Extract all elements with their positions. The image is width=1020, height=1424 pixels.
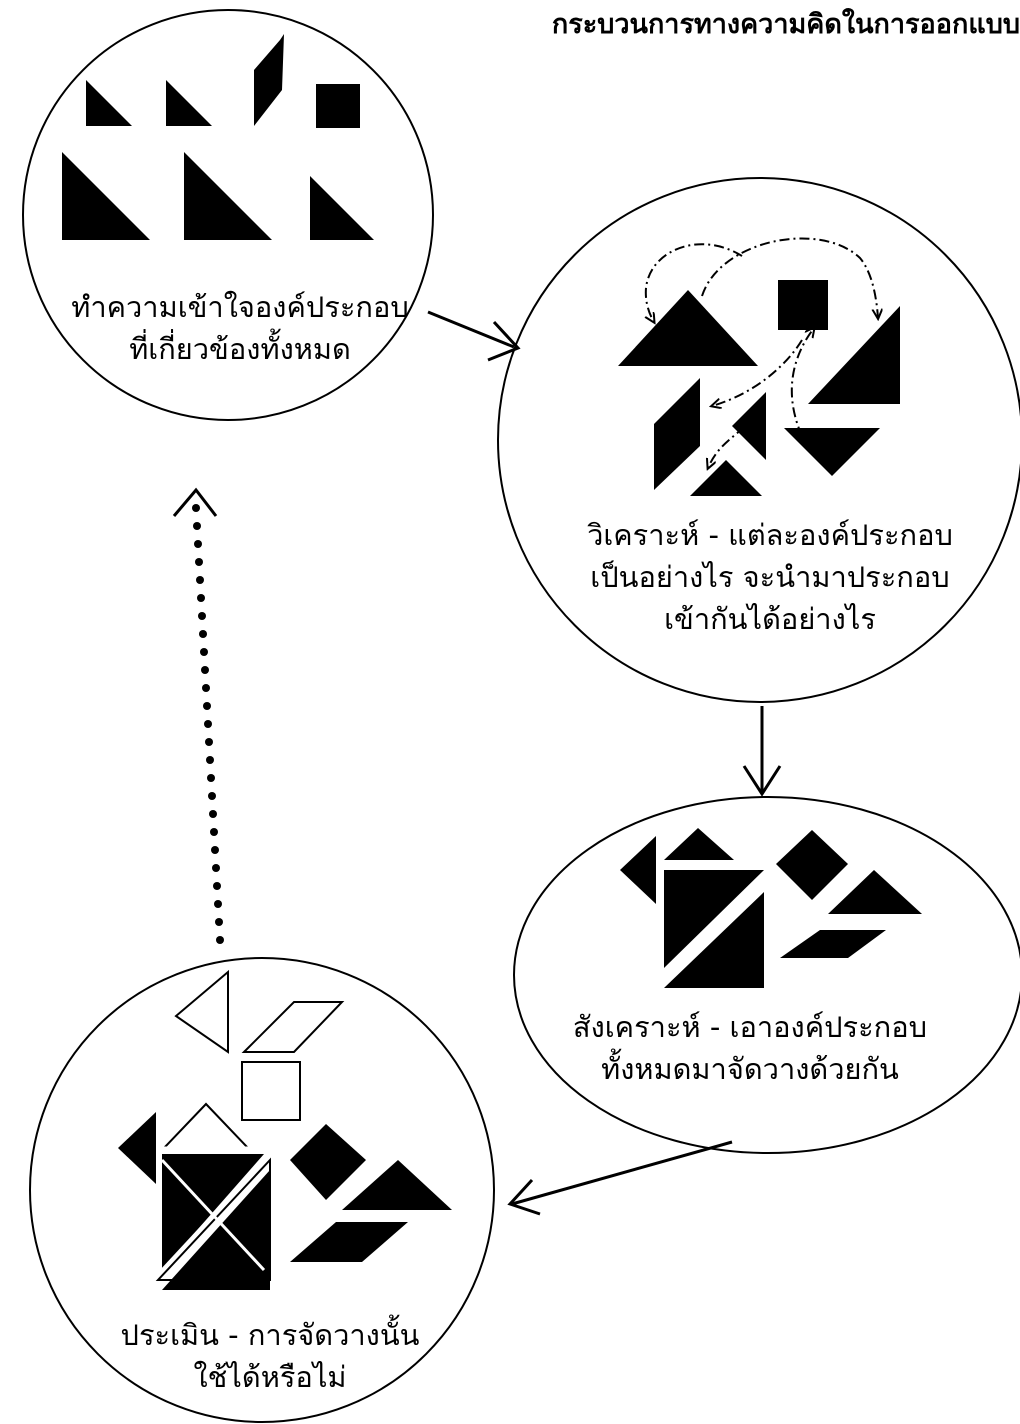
stage-4-line-1: ประเมิน - การจัดวางนั้น — [120, 1318, 420, 1352]
small-triangle-e — [118, 1112, 156, 1184]
large-triangle-1 — [62, 152, 150, 240]
parallelogram-e — [290, 1222, 408, 1262]
stage-2-caption: วิเคราะห์ - แต่ละองค์ประกอบ เป็นอย่างไร … — [560, 514, 980, 640]
medium-triangle-a — [784, 428, 880, 476]
stage-2-line-2: เป็นอย่างไร จะนำมาประกอบ — [590, 560, 950, 594]
small-triangle-b — [690, 460, 762, 496]
outline-square — [241, 1061, 301, 1121]
stage-2-dashed-arrows — [646, 237, 878, 468]
arrow-1-to-2 — [427, 310, 521, 362]
dashed-arrow-1 — [701, 237, 878, 318]
stage-3-caption: สังเคราะห์ - เอาองค์ประกอบ ทั้งหมดมาจัดว… — [540, 1006, 960, 1090]
flow-arrows — [172, 310, 782, 1216]
large-triangle-2 — [184, 152, 272, 240]
large-triangle-c — [664, 870, 764, 968]
square-e — [290, 1124, 366, 1200]
medium-triangle-c — [828, 870, 922, 914]
stage-3-line-1: สังเคราะห์ - เอาองค์ประกอบ — [572, 1010, 928, 1044]
stage-1-line-2: ที่เกี่ยวข้องทั้งหมด — [129, 332, 351, 366]
medium-triangle-e — [342, 1160, 452, 1210]
dashed-arrow-4 — [790, 328, 814, 437]
stage-1-caption: ทำความเข้าใจองค์ประกอบ ที่เกี่ยวข้องทั้ง… — [40, 286, 440, 370]
stage-2-line-3: เข้ากันได้อย่างไร — [664, 602, 876, 636]
stage-3-tangram-pieces — [620, 828, 922, 988]
stage-2-tangram-pieces — [618, 280, 900, 496]
outline-parallelogram — [241, 1001, 345, 1053]
small-triangle-1 — [86, 80, 132, 126]
dashed-arrow-2 — [646, 243, 743, 322]
square-a — [778, 280, 828, 330]
stage-3-circle — [513, 796, 1020, 1154]
stage-1-line-1: ทำความเข้าใจองค์ประกอบ — [71, 290, 409, 324]
medium-triangle — [310, 176, 374, 240]
stage-3-line-2: ทั้งหมดมาจัดวางด้วยกัน — [601, 1052, 899, 1086]
large-triangle-a — [618, 290, 758, 366]
square-c — [776, 830, 848, 900]
square-piece — [316, 84, 360, 128]
parallelogram-c — [780, 930, 886, 958]
small-triangle-a — [732, 392, 766, 460]
small-triangle-c — [620, 836, 656, 904]
large-triangle-d — [664, 892, 764, 988]
parallelogram-a — [654, 378, 700, 490]
large-triangle-f — [162, 1170, 270, 1290]
stage-1-tangram-pieces — [62, 34, 374, 240]
large-triangle-b — [808, 306, 900, 404]
stage-4-caption: ประเมิน - การจัดวางนั้น ใช้ได้หรือไม่ — [60, 1314, 480, 1398]
parallelogram-piece — [254, 34, 284, 126]
diagram-title: กระบวนการทางความคิดในการออกแบบ — [551, 9, 1020, 40]
stage-4-line-2: ใช้ได้หรือไม่ — [193, 1360, 347, 1394]
dashed-arrow-3 — [712, 339, 803, 406]
dashed-arrow-5 — [708, 411, 759, 468]
small-triangle-2 — [166, 80, 212, 126]
small-triangle-d — [664, 828, 734, 860]
arrow-4-to-1-dotted — [172, 487, 218, 517]
arrow-2-to-3 — [742, 706, 782, 797]
dotted-feedback-line — [192, 504, 224, 944]
stage-4-outline-overlay — [160, 1146, 280, 1272]
stage-2-line-1: วิเคราะห์ - แต่ละองค์ประกอบ — [587, 518, 953, 552]
arrow-3-to-4 — [507, 1140, 733, 1216]
outline-triangle — [174, 969, 229, 1054]
